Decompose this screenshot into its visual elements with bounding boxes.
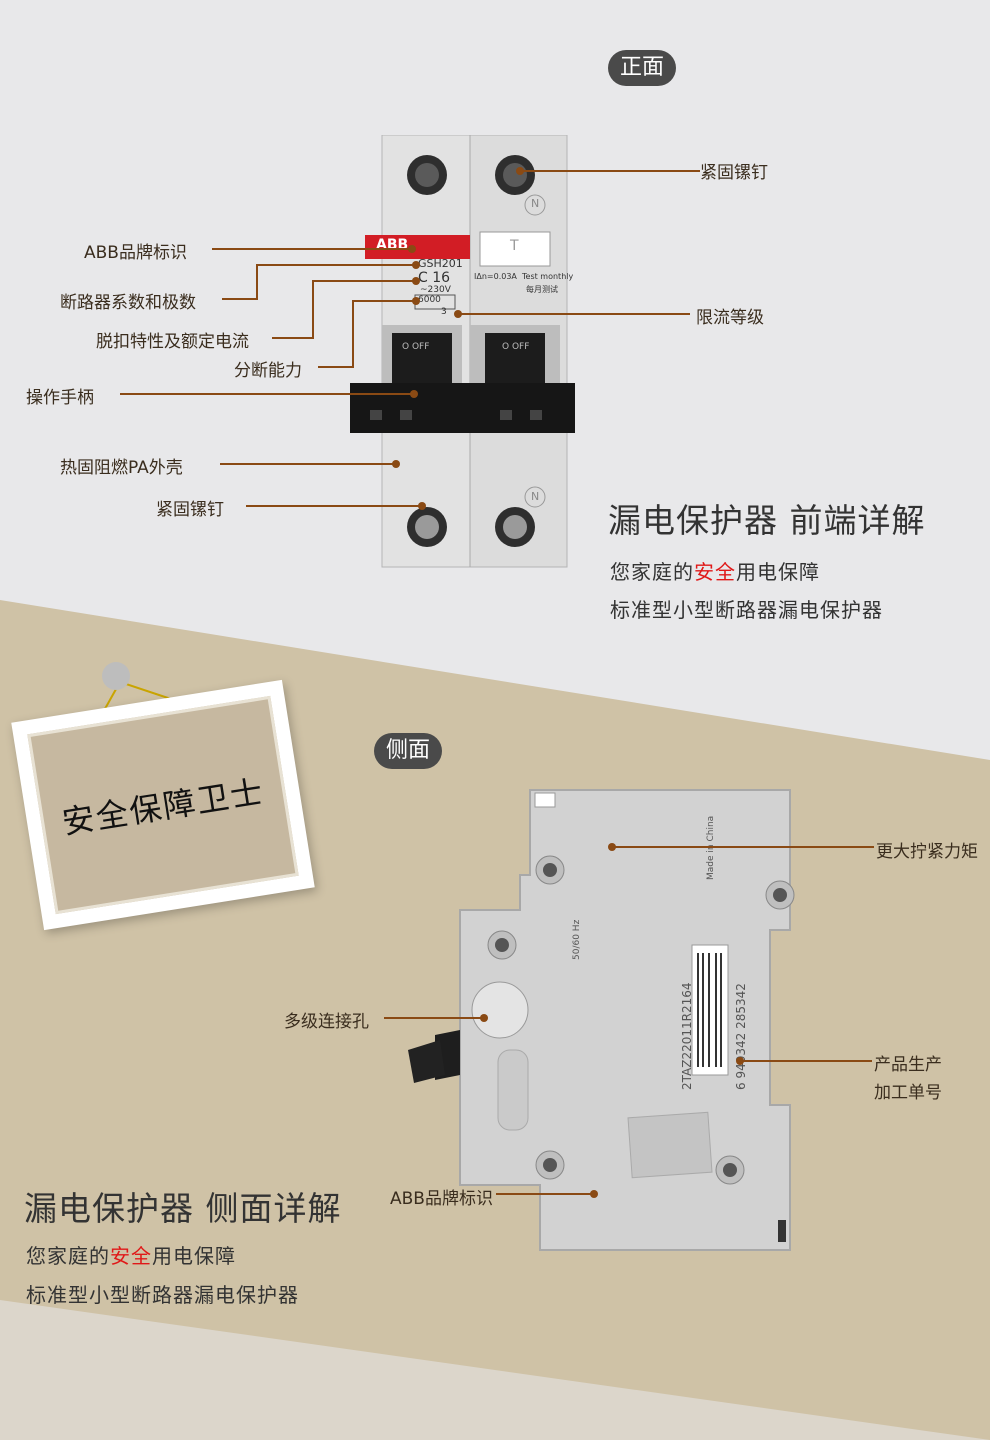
device-test-cn: 每月测试	[526, 285, 558, 294]
device-n-mark-bottom: N	[531, 490, 540, 503]
label-serial-1: 产品生产	[874, 1055, 942, 1075]
leader-dot	[454, 310, 462, 318]
side-barcode-number: 6 940342 285342	[734, 983, 748, 1090]
device-voltage: ~230V	[420, 285, 451, 295]
side-subtitle-2: 标准型小型断路器漏电保护器	[26, 1283, 299, 1307]
device-test-button-label: T	[510, 238, 519, 254]
label-abb-brand: ABB品牌标识	[84, 243, 187, 263]
front-subtitle-2: 标准型小型断路器漏电保护器	[610, 598, 883, 622]
label-breaking-capacity: 分断能力	[234, 361, 302, 381]
leader-abb-brand	[212, 248, 412, 250]
leader-dot	[590, 1190, 598, 1198]
front-subtitle-1: 您家庭的安全用电保障	[610, 556, 820, 585]
device-off-1: O OFF	[402, 342, 430, 352]
side-subtitle-1: 您家庭的安全用电保障	[26, 1240, 236, 1269]
side-tag: 侧面	[374, 733, 443, 769]
leader-dot	[410, 390, 418, 398]
front-heading: 漏电保护器 前端详解	[608, 501, 926, 540]
label-serial-2: 加工单号	[874, 1083, 942, 1103]
breaker-front-image	[350, 135, 575, 568]
front-sub1-red: 安全	[694, 560, 736, 584]
leader-trip-current-v	[312, 280, 314, 339]
leader-breaking-capacity-h	[352, 300, 416, 302]
label-shell: 热固阻燃PA外壳	[60, 458, 183, 478]
side-sub1-post: 用电保障	[152, 1244, 236, 1268]
front-sub1-post: 用电保障	[736, 560, 820, 584]
leader-series-poles-v	[256, 264, 258, 300]
leader-dot	[412, 297, 420, 305]
leader-dot	[480, 1014, 488, 1022]
device-model: GSH201	[418, 257, 463, 270]
guardian-sign: 安全保障卫士	[11, 679, 315, 931]
side-heading: 漏电保护器 侧面详解	[24, 1189, 342, 1228]
leader-handle	[120, 393, 414, 395]
device-rating: C 16	[418, 270, 451, 286]
label-side-abb-brand: ABB品牌标识	[390, 1189, 493, 1209]
leader-dot	[608, 843, 616, 851]
device-off-2: O OFF	[502, 342, 530, 352]
device-test-en: Test monthly	[522, 272, 574, 281]
guardian-sign-board: 安全保障卫士	[27, 695, 299, 915]
label-fix-screw-top: 紧固镙钉	[700, 163, 768, 183]
leader-dot	[736, 1057, 744, 1065]
label-trip-current: 脱扣特性及额定电流	[96, 332, 249, 352]
device-idn: IΔn=0.03A	[474, 272, 517, 281]
leader-breaking-capacity-v	[352, 300, 354, 368]
leader-limit-class	[458, 313, 690, 315]
leader-dot	[516, 167, 524, 175]
breaker-side-image	[408, 789, 795, 1251]
front-sub1-pre: 您家庭的	[610, 560, 694, 584]
leader-dot	[418, 502, 426, 510]
label-handle: 操作手柄	[26, 388, 94, 408]
leader-fix-screw-top	[520, 170, 700, 172]
leader-shell	[220, 463, 396, 465]
leader-dot	[412, 277, 420, 285]
label-fix-screw-bottom: 紧固镙钉	[156, 500, 224, 520]
leader-trip-current	[272, 337, 314, 339]
leader-breaking-capacity	[318, 366, 354, 368]
side-code: 2TAZ22011R2164	[680, 982, 694, 1090]
leader-series-poles	[222, 298, 258, 300]
device-capacity: 6000	[418, 295, 441, 305]
label-torque: 更大拧紧力矩	[876, 842, 978, 862]
leader-torque	[612, 846, 874, 848]
leader-serial	[740, 1060, 872, 1062]
guardian-sign-text: 安全保障卫士	[59, 772, 268, 842]
label-series-poles: 断路器系数和极数	[60, 293, 196, 313]
leader-trip-current-h	[312, 280, 416, 282]
leader-multi-hole	[384, 1017, 482, 1019]
leader-side-abb-brand	[496, 1193, 592, 1195]
device-class: 3	[441, 307, 447, 317]
label-limit-class: 限流等级	[696, 308, 764, 328]
side-hz: 50/60 Hz	[572, 919, 582, 960]
side-sub1-pre: 您家庭的	[26, 1244, 110, 1268]
device-brand: ABB	[376, 237, 409, 253]
leader-series-poles-h	[256, 264, 416, 266]
leader-dot	[408, 245, 416, 253]
front-tag: 正面	[608, 50, 677, 86]
leader-dot	[412, 261, 420, 269]
leader-fix-screw-bottom	[246, 505, 422, 507]
side-sub1-red: 安全	[110, 1244, 152, 1268]
leader-dot	[392, 460, 400, 468]
label-multi-hole: 多级连接孔	[284, 1012, 369, 1032]
device-n-mark: N	[531, 197, 540, 210]
